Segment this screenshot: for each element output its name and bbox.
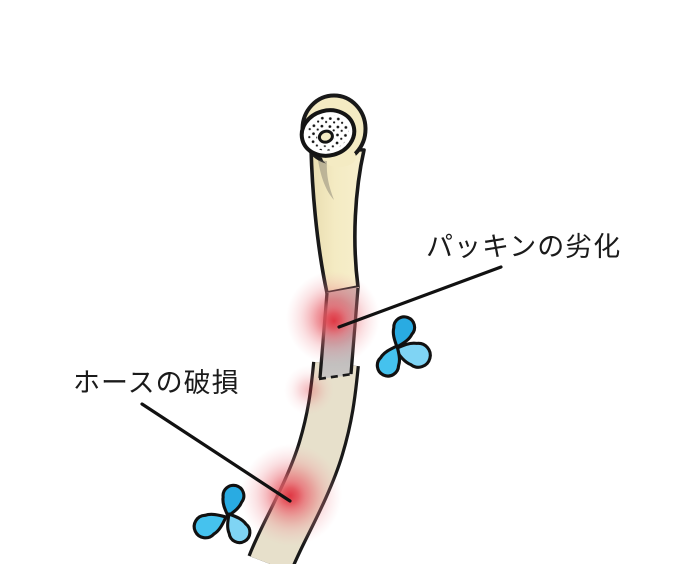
leak-glow-joint	[286, 271, 380, 365]
leak-glow-hose	[240, 444, 342, 546]
handle-shadow	[318, 160, 334, 200]
face-center-hole	[317, 129, 334, 144]
leader-line-hose	[140, 402, 292, 503]
water-drops-icon-upper	[372, 312, 435, 382]
leader-line-packing	[337, 265, 503, 329]
callout-label-hose-damage: ホースの破損	[73, 368, 240, 398]
shower-face	[299, 108, 357, 158]
connector-dashed-boundary	[318, 372, 353, 381]
callout-label-packing-deterioration: パッキンの劣化	[426, 232, 622, 262]
